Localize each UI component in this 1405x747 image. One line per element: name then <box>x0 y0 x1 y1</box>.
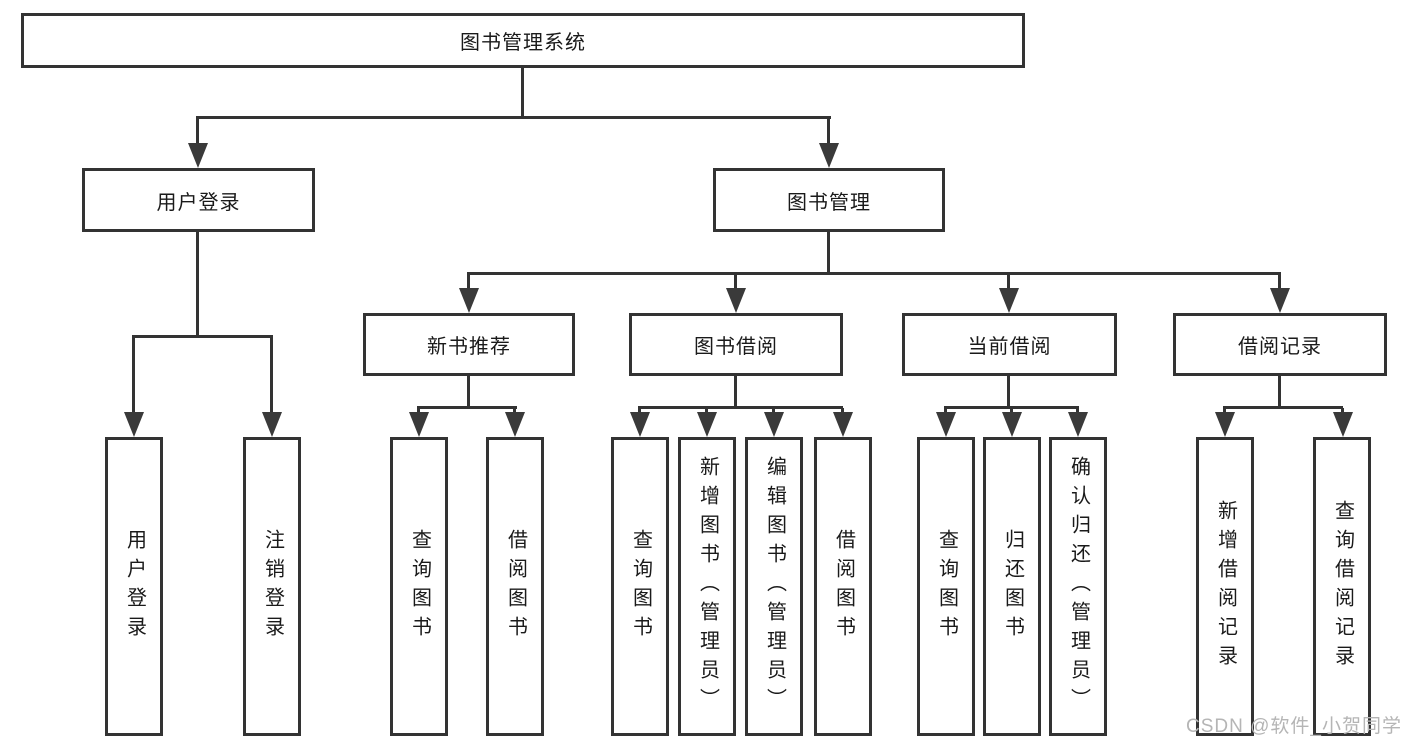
connector-new-rec-shaft <box>467 274 470 290</box>
csdn-watermark: CSDN @软件_小贺同学 <box>1186 716 1402 737</box>
connector-book-mgmt-stem <box>827 232 830 275</box>
leaf-edit-books-admin: 编辑图书（管理员） <box>745 437 803 736</box>
connector-leaf-shaft <box>513 408 516 414</box>
connector-logout-leaf-shaft <box>270 337 273 414</box>
connector-leaf-shaft <box>772 408 775 414</box>
connector-book-borrow-shaft <box>734 274 737 290</box>
arrow-down-icon <box>726 288 746 313</box>
node-new-book-recommend: 新书推荐 <box>363 313 575 376</box>
leaf-add-books-admin: 新增图书（管理员） <box>678 437 736 736</box>
connector-current-borrow-stem <box>1007 376 1010 409</box>
arrow-down-icon <box>697 412 717 437</box>
arrow-down-icon <box>764 412 784 437</box>
arrow-down-icon <box>124 412 144 437</box>
connector-current-borrow-crossbar <box>944 406 1079 409</box>
leaf-label: 查询图书 <box>629 528 652 645</box>
arrow-down-icon <box>262 412 282 437</box>
connector-leaf-shaft <box>841 408 844 414</box>
connector-login-leaf-shaft <box>132 337 135 414</box>
node-label: 新书推荐 <box>427 336 511 358</box>
leaf-label: 新增借阅记录 <box>1214 499 1237 674</box>
connector-new-rec-crossbar <box>417 406 517 409</box>
connector-book-borrow-crossbar <box>638 406 843 409</box>
arrow-down-icon <box>409 412 429 437</box>
connector-leaf-shaft <box>1341 408 1344 414</box>
arrow-down-icon <box>1068 412 1088 437</box>
leaf-label: 查询借阅记录 <box>1331 499 1354 674</box>
leaf-query-books-current: 查询图书 <box>917 437 975 736</box>
connector-leaf-shaft <box>705 408 708 414</box>
leaf-label: 借阅图书 <box>504 528 527 645</box>
connector-user-login-stem <box>196 232 199 338</box>
arrow-down-icon <box>999 288 1019 313</box>
node-book-management: 图书管理 <box>713 168 945 232</box>
leaf-label: 新增图书（管理员） <box>696 456 719 717</box>
leaf-label: 借阅图书 <box>832 528 855 645</box>
leaf-label: 注销登录 <box>261 528 284 645</box>
connector-user-login-shaft <box>196 118 199 146</box>
connector-borrow-records-crossbar <box>1223 406 1343 409</box>
connector-borrow-records-stem <box>1278 376 1281 409</box>
arrow-down-icon <box>188 143 208 168</box>
arrow-down-icon <box>936 412 956 437</box>
leaf-label: 归还图书 <box>1001 528 1024 645</box>
leaf-borrow-books-newrec: 借阅图书 <box>486 437 544 736</box>
arrow-down-icon <box>833 412 853 437</box>
arrow-down-icon <box>1333 412 1353 437</box>
connector-leaf-shaft <box>417 408 420 414</box>
connector-leaf-shaft <box>1076 408 1079 414</box>
leaf-query-borrow-record: 查询借阅记录 <box>1313 437 1371 736</box>
node-label: 图书管理系统 <box>460 32 586 54</box>
connector-root-stem <box>521 68 524 118</box>
node-label: 用户登录 <box>156 191 241 214</box>
node-label: 借阅记录 <box>1238 336 1322 358</box>
connector-root-crossbar <box>196 116 831 119</box>
leaf-label: 用户登录 <box>123 528 146 645</box>
connector-leaf-shaft <box>638 408 641 414</box>
connector-leaf-shaft <box>944 408 947 414</box>
leaf-return-books: 归还图书 <box>983 437 1041 736</box>
arrow-down-icon <box>819 143 839 168</box>
leaf-query-books-newrec: 查询图书 <box>390 437 448 736</box>
arrow-down-icon <box>1270 288 1290 313</box>
leaf-confirm-return-admin: 确认归还（管理员） <box>1049 437 1107 736</box>
leaf-user-login: 用户登录 <box>105 437 163 736</box>
leaf-query-books-borrow: 查询图书 <box>611 437 669 736</box>
node-label: 图书借阅 <box>694 336 778 358</box>
leaf-label: 编辑图书（管理员） <box>763 456 786 717</box>
arrow-down-icon <box>630 412 650 437</box>
leaf-logout: 注销登录 <box>243 437 301 736</box>
connector-book-mgmt-shaft <box>827 118 830 146</box>
connector-book-mgmt-crossbar <box>467 272 1281 275</box>
leaf-borrow-books-borrow: 借阅图书 <box>814 437 872 736</box>
arrow-down-icon <box>1215 412 1235 437</box>
arrow-down-icon <box>1002 412 1022 437</box>
node-library-management-system: 图书管理系统 <box>21 13 1025 68</box>
connector-user-login-crossbar <box>132 335 273 338</box>
connector-new-rec-stem <box>467 376 470 409</box>
arrow-down-icon <box>505 412 525 437</box>
node-label: 当前借阅 <box>967 336 1052 358</box>
node-user-login: 用户登录 <box>82 168 315 232</box>
connector-leaf-shaft <box>1010 408 1013 414</box>
connector-current-borrow-shaft <box>1007 274 1010 290</box>
node-current-borrowing: 当前借阅 <box>902 313 1117 376</box>
leaf-label: 查询图书 <box>935 528 958 645</box>
connector-leaf-shaft <box>1223 408 1226 414</box>
node-book-borrowing: 图书借阅 <box>629 313 843 376</box>
leaf-label: 确认归还（管理员） <box>1067 456 1090 717</box>
connector-borrow-records-shaft <box>1278 274 1281 290</box>
arrow-down-icon <box>459 288 479 313</box>
node-label: 图书管理 <box>787 191 871 214</box>
leaf-add-borrow-record: 新增借阅记录 <box>1196 437 1254 736</box>
leaf-label: 查询图书 <box>408 528 431 645</box>
connector-book-borrow-stem <box>734 376 737 409</box>
node-borrow-records: 借阅记录 <box>1173 313 1387 376</box>
